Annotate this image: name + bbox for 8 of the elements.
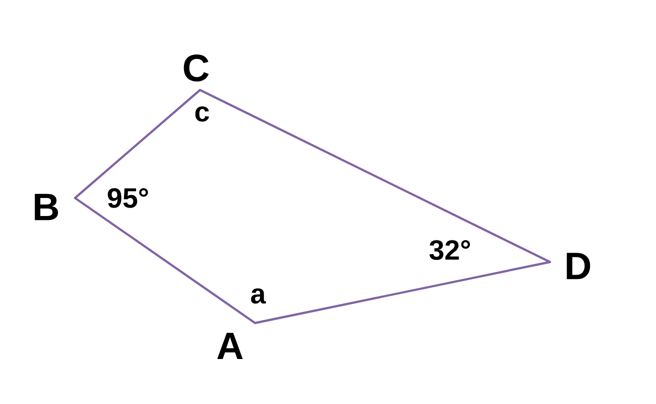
vertex-label: D [566, 252, 590, 280]
angle-label: 95° [108, 188, 148, 208]
vertex-label: C [184, 54, 209, 82]
angle-label: 32° [429, 240, 470, 260]
angle-label: c [195, 106, 209, 122]
vertex-label: B [34, 194, 58, 220]
angle-label: a [251, 288, 266, 304]
vertex-label: A [217, 332, 243, 360]
